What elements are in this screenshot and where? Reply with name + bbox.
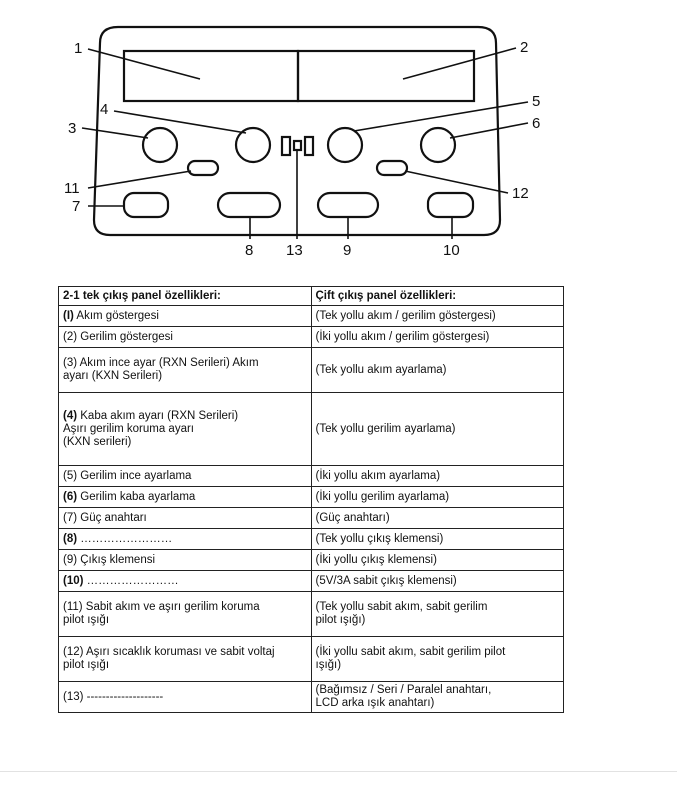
table-row: (10) …………………… (5V/3A sabit çıkış klemens… <box>58 570 564 592</box>
callout-6: 6 <box>532 115 540 132</box>
callout-7: 7 <box>72 198 80 215</box>
table-row: (13) -------------------- (Bağımsız / Se… <box>58 681 564 713</box>
leader-5 <box>353 101 529 132</box>
current-display <box>122 49 300 103</box>
cell-left: (I) Akım göstergesi <box>58 305 312 327</box>
panel-outline <box>92 25 502 237</box>
table-row: (12) Aşırı sıcaklık koruması ve sabit vo… <box>58 636 564 682</box>
page-divider <box>0 771 677 772</box>
callout-13: 13 <box>286 242 303 259</box>
knob-3 <box>141 126 179 164</box>
cell-right: (İki yollu akım ayarlama) <box>310 465 564 487</box>
knob-5 <box>326 126 364 164</box>
table-row: (8) …………………… (Tek yollu çıkış klemensi) <box>58 528 564 550</box>
switch-13-mid <box>292 139 303 152</box>
cell-right: (Tek yollu çıkış klemensi) <box>310 528 564 550</box>
cell-right: (İki yollu gerilim ayarlama) <box>310 486 564 508</box>
cell-right: (Tek yollu akım ayarlama) <box>310 347 564 393</box>
cell-left: (12) Aşırı sıcaklık koruması ve sabit vo… <box>58 636 312 682</box>
knob-6 <box>419 126 457 164</box>
callout-2: 2 <box>520 39 528 56</box>
cell-left: (13) -------------------- <box>58 681 312 713</box>
table-row: (9) Çıkış klemensi (İki yollu çıkış klem… <box>58 549 564 571</box>
table-row: (11) Sabit akım ve aşırı gerilim koruma … <box>58 591 564 637</box>
callout-12: 12 <box>512 185 529 202</box>
table-row: (3) Akım ince ayar (RXN Serileri) Akım a… <box>58 347 564 393</box>
table-row: (7) Güç anahtarı (Güç anahtarı) <box>58 507 564 529</box>
cell-left: (2) Gerilim göstergesi <box>58 326 312 348</box>
terminal-8 <box>216 191 282 219</box>
cell-right: (Güç anahtarı) <box>310 507 564 529</box>
leader-11 <box>87 170 192 189</box>
callout-8: 8 <box>245 242 253 259</box>
table-header-row: 2-1 tek çıkış panel özellikleri: Çift çı… <box>58 286 564 306</box>
cell-right: (İki yollu sabit akım, sabit gerilim pil… <box>310 636 564 682</box>
cell-left: (3) Akım ince ayar (RXN Serileri) Akım a… <box>58 347 312 393</box>
header-single-output: 2-1 tek çıkış panel özellikleri: <box>58 286 312 306</box>
terminal-10 <box>426 191 475 219</box>
cell-right: (Tek yollu akım / gerilim göstergesi) <box>310 305 564 327</box>
cell-right: (İki yollu çıkış klemensi) <box>310 549 564 571</box>
panel-diagram: 1 2 3 4 5 6 11 12 7 8 13 9 10 <box>64 25 540 259</box>
callout-4: 4 <box>100 101 108 118</box>
spec-table: 2-1 tek çıkış panel özellikleri: Çift çı… <box>58 286 564 713</box>
leader-3 <box>81 127 149 139</box>
callout-3: 3 <box>68 120 76 137</box>
leader-1 <box>87 48 201 80</box>
cell-left: (4) Kaba akım ayarı (RXN Serileri) Aşırı… <box>58 392 312 466</box>
knob-4 <box>234 126 272 164</box>
leader-2 <box>402 47 517 80</box>
table-row: (2) Gerilim göstergesi (İki yollu akım /… <box>58 326 564 348</box>
callout-11: 11 <box>64 180 80 197</box>
pilot-light-12 <box>375 159 409 177</box>
header-dual-output: Çift çıkış panel özellikleri: <box>310 286 564 306</box>
cell-right: (Tek yollu gerilim ayarlama) <box>310 392 564 466</box>
table-row: (6) Gerilim kaba ayarlama (İki yollu ger… <box>58 486 564 508</box>
cell-right: (Tek yollu sabit akım, sabit gerilim pil… <box>310 591 564 637</box>
cell-right: (İki yollu akım / gerilim göstergesi) <box>310 326 564 348</box>
callout-5: 5 <box>532 93 540 110</box>
cell-left: (8) …………………… <box>58 528 312 550</box>
leader-6 <box>449 122 529 139</box>
table-row: (4) Kaba akım ayarı (RXN Serileri) Aşırı… <box>58 392 564 466</box>
callout-10: 10 <box>443 242 460 259</box>
cell-left: (6) Gerilim kaba ayarlama <box>58 486 312 508</box>
cell-left: (5) Gerilim ince ayarlama <box>58 465 312 487</box>
callout-9: 9 <box>343 242 351 259</box>
table-row: (5) Gerilim ince ayarlama (İki yollu akı… <box>58 465 564 487</box>
cell-left: (7) Güç anahtarı <box>58 507 312 529</box>
terminal-9 <box>316 191 380 219</box>
callout-1: 1 <box>74 40 82 57</box>
switch-13-left <box>280 135 292 157</box>
voltage-display <box>296 49 476 103</box>
cell-left: (10) …………………… <box>58 570 312 592</box>
leader-4 <box>113 110 247 134</box>
leader-12 <box>404 170 509 194</box>
switch-13-right <box>303 135 315 157</box>
pilot-light-11 <box>186 159 220 177</box>
cell-left: (9) Çıkış klemensi <box>58 549 312 571</box>
cell-right: (Bağımsız / Seri / Paralel anahtarı, LCD… <box>310 681 564 713</box>
table-row: (I) Akım göstergesi (Tek yollu akım / ge… <box>58 305 564 327</box>
power-switch-7 <box>122 191 170 219</box>
cell-right: (5V/3A sabit çıkış klemensi) <box>310 570 564 592</box>
cell-left: (11) Sabit akım ve aşırı gerilim koruma … <box>58 591 312 637</box>
